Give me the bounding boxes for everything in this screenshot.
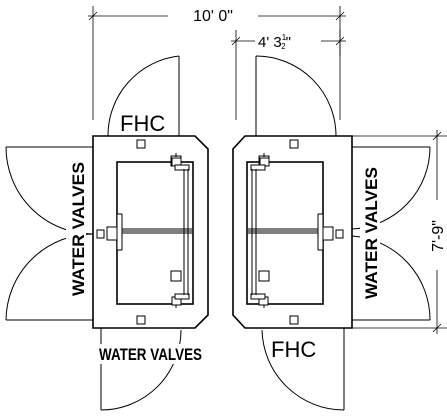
left-fhc-label: FHC (120, 111, 165, 136)
cabinet-width-fraction-den: 2 (281, 42, 286, 51)
right-cabinet-bottom-fixture (289, 315, 299, 325)
right-cabinet-pipe-rack (248, 153, 344, 308)
left-cabinet-outline (92, 135, 209, 329)
right-cabinet-top-fixture (289, 139, 299, 149)
left-cabinet: FHC WATER VALVES WATER VALVES (5, 55, 209, 411)
height-label: 7'-9" (430, 220, 447, 252)
right-cabinet-top-door-swing (255, 55, 337, 137)
right-cabinet: FHC WATER VALVES (232, 55, 431, 411)
left-cabinet-bottom-door-swing (100, 328, 182, 411)
overall-width-dimension: 10' 0" (88, 4, 346, 120)
left-water-valves-label: WATER VALVES (69, 162, 88, 296)
cabinet-width-whole: 4' 3 (258, 34, 282, 51)
right-water-valves-label: WATER VALVES (362, 167, 381, 299)
left-cabinet-pipe-rack (96, 153, 192, 308)
right-cabinet-bottom-door-swing (261, 328, 345, 411)
left-cabinet-top-fixture (136, 139, 146, 149)
right-cabinet-outline (232, 135, 353, 329)
height-dimension: 7'-9" (352, 130, 447, 334)
left-cabinet-top-door-swing (107, 55, 180, 137)
right-fhc-label: FHC (271, 337, 316, 362)
cabinet-width-inch-mark: " (286, 34, 291, 51)
overall-width-label: 10' 0" (193, 8, 233, 25)
left-cabinet-bottom-fixture (136, 315, 146, 325)
cabinet-width-fraction-num: 1 (282, 33, 287, 42)
bottom-water-valves-label: WATER VALVES (99, 345, 202, 364)
